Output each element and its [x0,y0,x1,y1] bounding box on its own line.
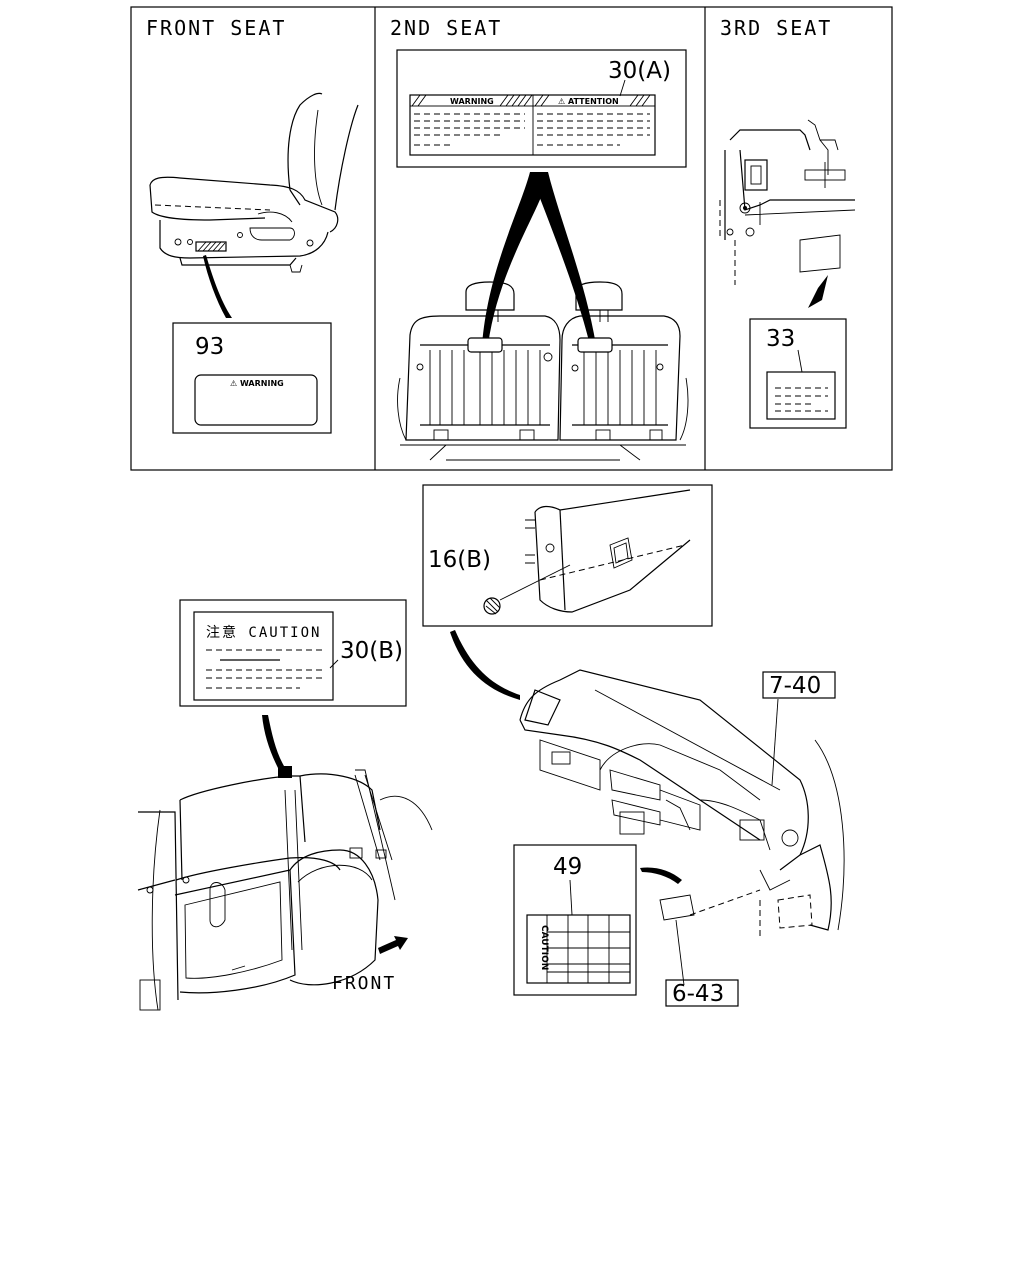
label-33-sticker [766,371,836,420]
callout-30a: 30(A) [608,58,671,84]
label-33-box [749,318,847,429]
ref-7-40-box [762,671,836,699]
label-49-box [513,844,637,996]
label-30b-box [179,599,407,707]
callout-49: 49 [553,854,582,880]
dashboard-drawing [519,669,845,986]
warning-label-93 [194,374,318,426]
car-interior-drawing [137,766,433,1011]
label-93-box [172,322,332,434]
callout-33: 33 [766,326,795,352]
leader-30b [262,715,284,768]
detail-16b-box [422,484,713,627]
leader-30a-left [482,172,548,345]
warning-label-93-text: ⚠ WARNING [230,379,284,388]
label-49-sticker [526,914,631,984]
label-30a-warning: WARNING [450,97,494,106]
front-seat-drawing [149,92,359,318]
callout-93: 93 [195,334,224,360]
front-seat-title: FRONT SEAT [146,16,286,40]
front-direction-label: FRONT [332,973,396,994]
top-panel-frame [130,6,893,471]
front-arrow-icon [378,936,408,954]
label-30a-attention: ⚠ ATTENTION [558,97,619,106]
detail-16b-drawing [483,489,691,615]
leader-30a-right [530,172,596,345]
callout-7-40: 7-40 [769,673,821,699]
label-30a-box [396,49,687,168]
ref-6-43-box [665,979,739,1007]
label-30a-text-lines [414,113,650,146]
caution-vertical-text: CAUTION [539,925,549,970]
callout-16b: 16(B) [428,547,491,573]
caution-label-30b: 注意 CAUTION [206,624,321,641]
callout-6-43: 6-43 [672,981,724,1007]
third-seat-drawing [719,119,856,308]
label-30b-sticker [193,611,334,701]
second-seat-title: 2ND SEAT [390,16,502,40]
third-seat-title: 3RD SEAT [720,16,832,40]
second-seat-drawing [397,281,689,461]
leader-16b [450,630,520,700]
callout-30b: 30(B) [340,638,403,664]
